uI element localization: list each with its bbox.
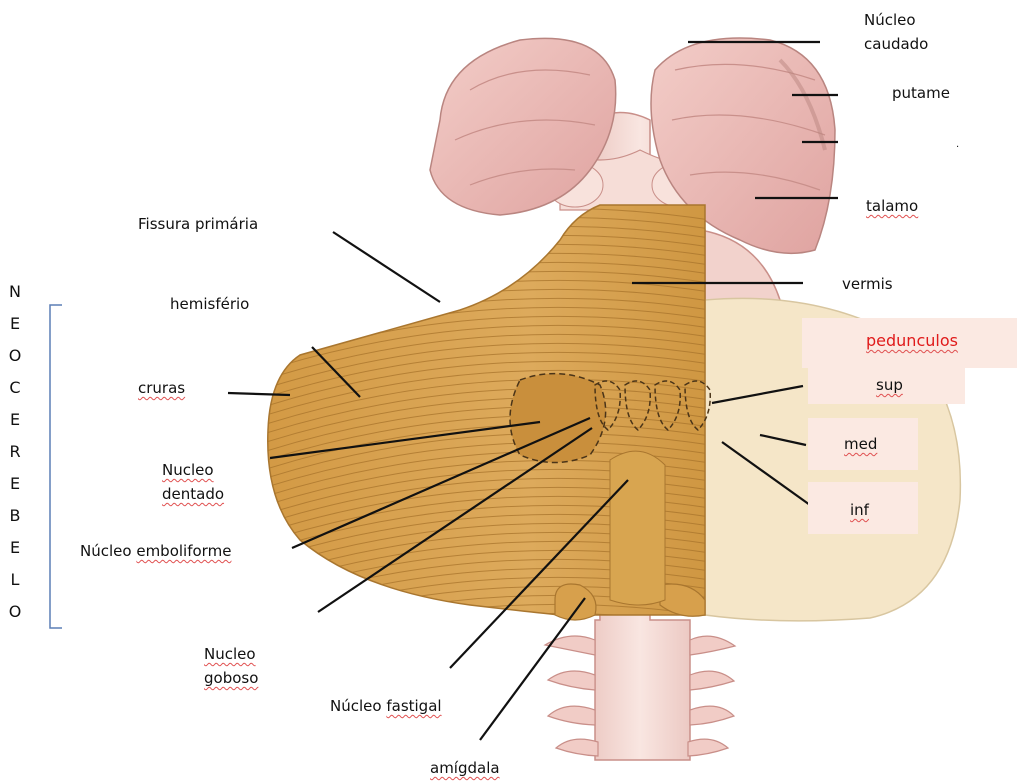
blank-label-tint (838, 134, 998, 162)
cerebellum (260, 205, 710, 660)
neocerebelo-letter: E (8, 538, 22, 558)
neocerebelo-letter: C (8, 378, 22, 398)
label-nucleo-goboso: Nucleo goboso (204, 642, 258, 690)
neocerebelo-letter: B (8, 506, 22, 526)
label-putame: putame (892, 81, 950, 105)
label-nucleo-emboliforme: Núcleo emboliforme (80, 539, 231, 563)
neocerebelo-letter: E (8, 474, 22, 494)
neocerebelo-bracket (50, 305, 62, 628)
label-nucleo-caudado: Núcleo caudado (864, 8, 928, 56)
label-vermis: vermis (842, 272, 893, 296)
neocerebelo-letter: O (8, 602, 22, 622)
neocerebelo-letter: E (8, 314, 22, 334)
neocerebelo-letter: L (8, 570, 22, 590)
label-inf: inf (850, 498, 869, 522)
label-nucleo-dentado: Nucleo dentado (162, 458, 224, 506)
label-cruras: cruras (138, 376, 185, 400)
neocerebelo-letter: O (8, 346, 22, 366)
label-hemisferio: hemisfério (170, 292, 249, 316)
label-sup: sup (876, 373, 903, 397)
neocerebelo-letter: R (8, 442, 22, 462)
label-pedunculos: pedunculos (866, 329, 958, 353)
label-fissura-primaria: Fissura primária (138, 212, 258, 236)
dentate-nucleus-outline (510, 374, 606, 463)
label-talamo: talamo (866, 194, 918, 218)
label-dot: . (956, 138, 959, 152)
label-amigdala: amígdala (430, 756, 500, 780)
label-nucleo-fastigal: Núcleo fastigal (330, 694, 442, 718)
label-med: med (844, 432, 877, 456)
neocerebelo-letter: E (8, 410, 22, 430)
neocerebelo-letter: N (8, 282, 22, 302)
